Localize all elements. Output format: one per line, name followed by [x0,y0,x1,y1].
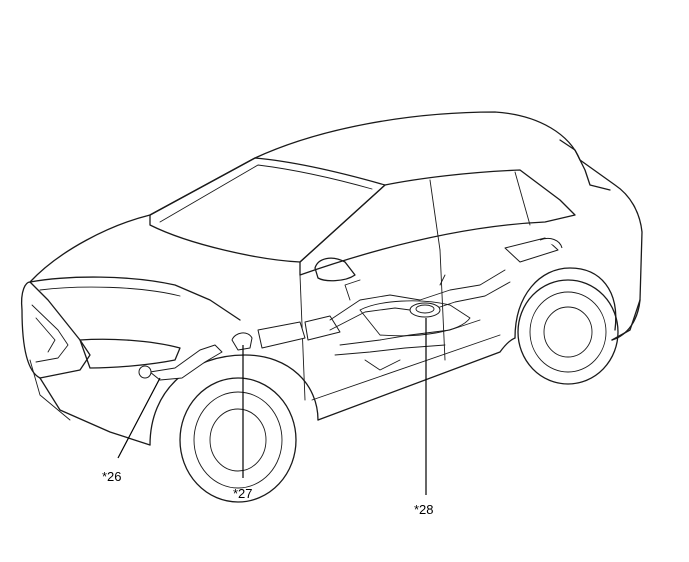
callout-label-28: *28 [414,502,434,517]
leader-lines [117,318,427,495]
callout-label-27: *27 [233,486,253,501]
underbody-system [138,237,563,381]
callout-label-26: *26 [102,469,122,484]
leader-26 [117,377,161,459]
vehicle-body [20,111,643,503]
